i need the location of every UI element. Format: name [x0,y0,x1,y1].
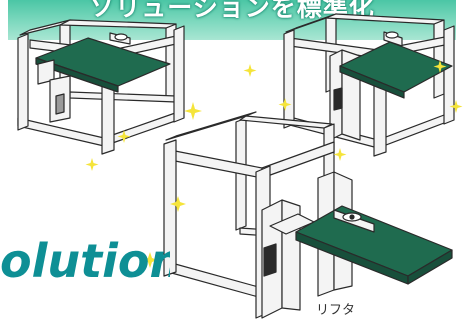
lifter-center [261,171,453,319]
frame-center [163,111,335,319]
banner-title: ソリューションを標準化 [89,0,375,22]
lifter-label: リフタ [316,303,356,318]
solution-heading: olution [0,234,170,288]
conveyor-left [35,32,171,123]
frame-left [17,19,185,155]
sparkle-icon [85,60,463,268]
lifter-right [329,31,453,141]
frame-right [283,13,455,157]
